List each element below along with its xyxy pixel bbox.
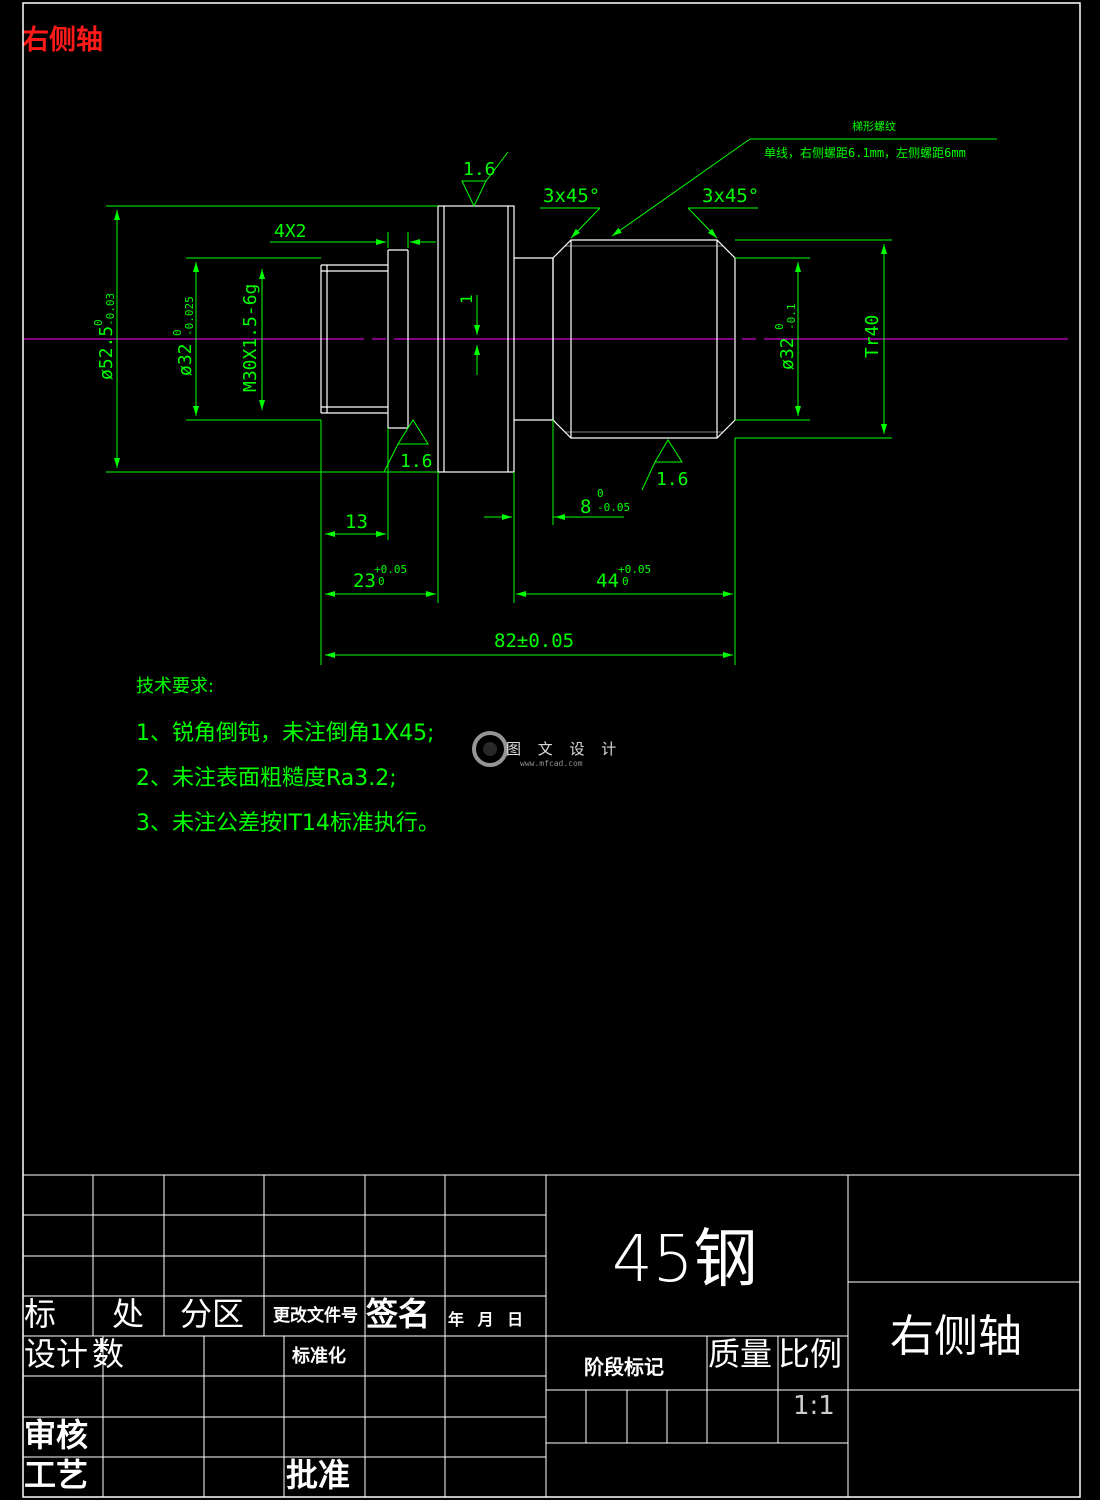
- len-44-tol-upper: +0.05: [618, 563, 651, 576]
- tb-scale-value: 1:1: [793, 1391, 835, 1421]
- len-23-tol-lower: 0: [378, 575, 385, 588]
- dia-right-tol-lower: -0.1: [785, 304, 798, 331]
- note-3: 3、未注公差按IT14标准执行。: [136, 811, 440, 836]
- thread-right-label: Tr40: [862, 315, 883, 358]
- dia-right-label: ø32: [777, 337, 798, 370]
- dia-right-tol-upper: 0: [773, 323, 786, 330]
- dia-left-tol-upper: 0: [171, 329, 184, 336]
- shaft-outline: [320, 205, 736, 473]
- tb-label-count: 数: [92, 1335, 125, 1373]
- tb-label-weight: 质量: [708, 1335, 773, 1373]
- sheet-title: 右侧轴: [22, 25, 103, 56]
- len-23-tol-upper: +0.05: [374, 563, 407, 576]
- tb-label-process: 工艺: [24, 1456, 89, 1494]
- dia-left-tol-lower: -0.025: [183, 296, 196, 336]
- tb-label-change-doc: 更改文件号: [273, 1306, 358, 1326]
- dimension-lines: [106, 138, 997, 665]
- title-block-grid: [23, 1174, 1080, 1497]
- tb-label-approve: 批准: [286, 1456, 351, 1494]
- watermark-text: 图 文 设 计: [506, 740, 623, 758]
- notes-title: 技术要求:: [136, 676, 214, 697]
- tb-label-biao: 标: [24, 1295, 57, 1333]
- note-1: 1、锐角倒钝，未注倒角1X45;: [136, 721, 434, 746]
- thread-callout-title: 梯形螺纹: [852, 119, 896, 133]
- step-dim-label: 1: [457, 294, 476, 304]
- len-8-label: 8: [580, 496, 591, 518]
- tb-material: 45钢: [612, 1223, 758, 1297]
- len-44-tol-lower: 0: [622, 575, 629, 588]
- len-8-tol-upper: 0: [597, 487, 604, 500]
- roughness-right: 1.6: [656, 469, 689, 490]
- dia-shoulder-tol-upper: 0: [92, 319, 105, 326]
- dia-left-label: ø32: [175, 343, 196, 376]
- note-2: 2、未注表面粗糙度Ra3.2;: [136, 766, 397, 791]
- dia-shoulder-label: ø52.5: [96, 326, 117, 380]
- len-13-label: 13: [345, 511, 368, 533]
- watermark-logo-icon: [472, 731, 508, 767]
- tb-label-sign: 签名: [366, 1295, 431, 1333]
- len-82-label: 82±0.05: [494, 630, 574, 652]
- thread-callout-spec: 单线，右侧螺距6.1mm，左侧螺距6mm: [764, 145, 966, 160]
- groove-label: 4X2: [274, 221, 307, 242]
- dia-shoulder-tol-lower: -0.03: [104, 293, 117, 326]
- watermark: 图 文 设 计 www.mfcad.com: [468, 726, 632, 772]
- tb-label-date: 年 月 日: [448, 1310, 524, 1329]
- len-44-label: 44: [596, 570, 619, 592]
- tb-label-design: 设计: [24, 1335, 89, 1373]
- chamfer-left-label: 3x45°: [543, 185, 600, 207]
- thread-left-label: M30X1.5-6g: [240, 284, 261, 392]
- tb-label-review: 审核: [24, 1416, 89, 1454]
- len-23-label: 23: [353, 570, 376, 592]
- tb-label-fenqu: 分区: [180, 1295, 245, 1333]
- tb-part-name: 右侧轴: [890, 1311, 1022, 1362]
- chamfer-right-label: 3x45°: [702, 185, 759, 207]
- len-8-tol-lower: -0.05: [597, 501, 630, 514]
- watermark-url: www.mfcad.com: [520, 759, 583, 768]
- sheet-frame: [22, 2, 1081, 1498]
- tb-label-chu: 处: [112, 1295, 145, 1333]
- roughness-left: 1.6: [400, 451, 433, 472]
- tb-label-standardize: 标准化: [292, 1346, 346, 1367]
- roughness-symbols: [383, 151, 683, 491]
- tb-label-scale: 比例: [778, 1335, 843, 1373]
- roughness-top: 1.6: [463, 159, 496, 180]
- tb-label-stage-mark: 阶段标记: [584, 1355, 664, 1379]
